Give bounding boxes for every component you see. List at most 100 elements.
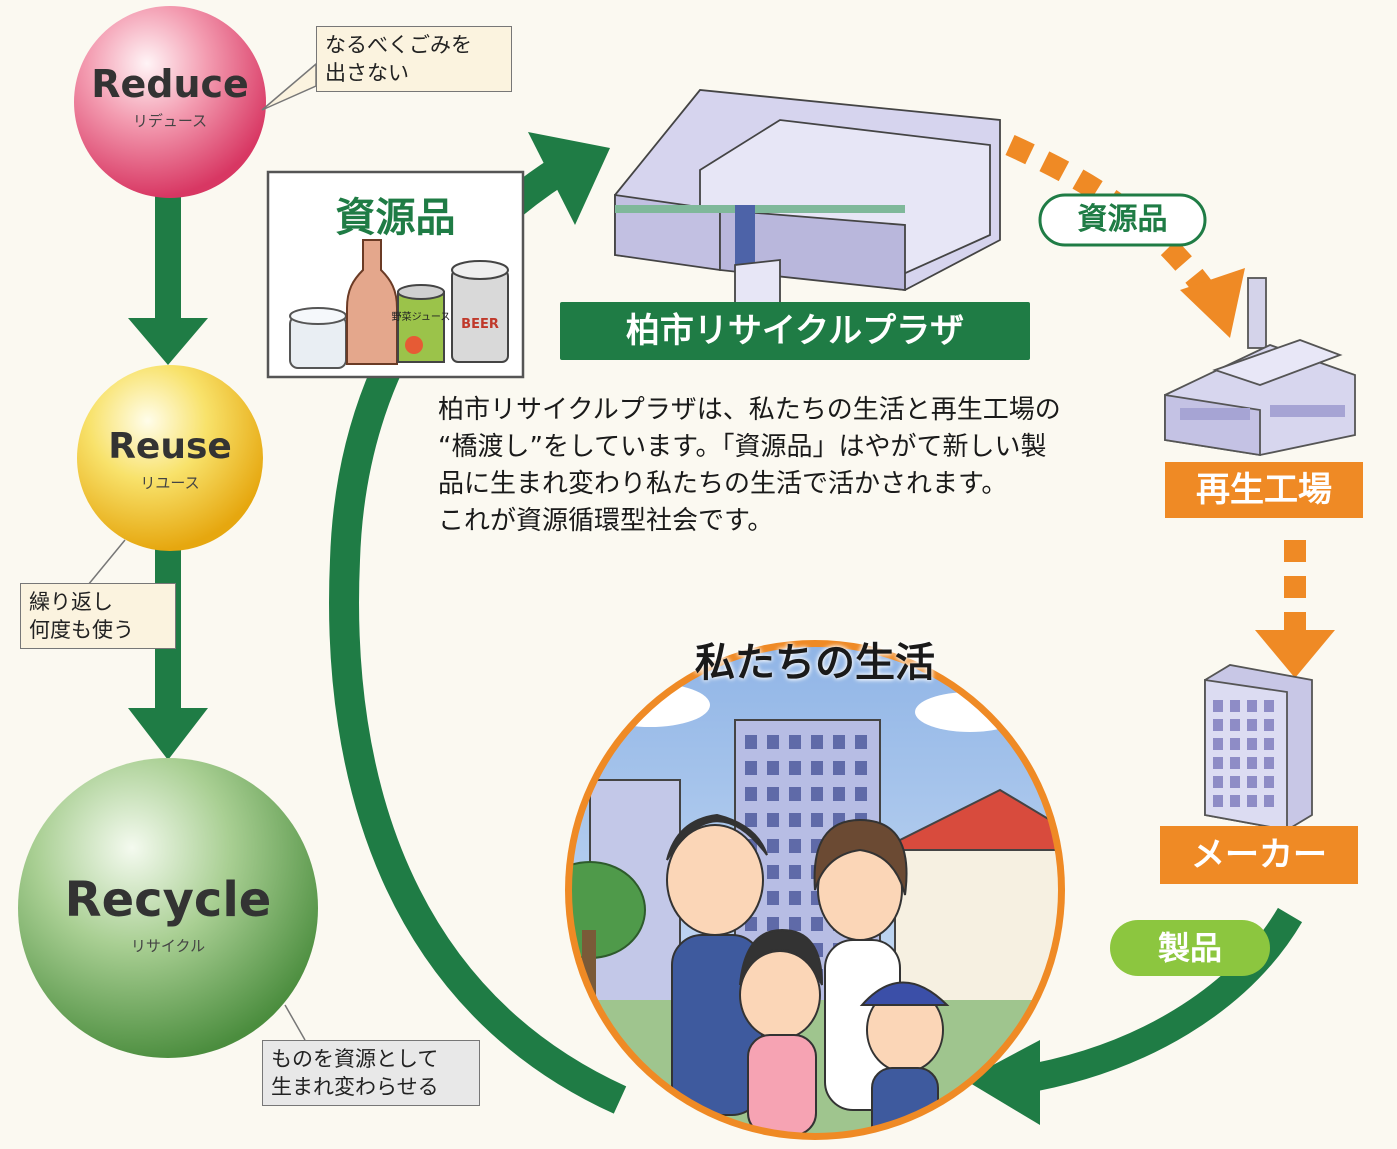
building-window: [789, 891, 801, 905]
maker-building: [1204, 664, 1313, 832]
reuse-note-pointer: [87, 539, 126, 586]
description-line-4: これが資源循環型社会です。: [438, 506, 774, 536]
reuse-note-line-1: 繰り返し: [29, 590, 113, 614]
building-window: [789, 735, 801, 749]
description-text: 柏市リサイクルプラザは、私たちの生活と再生工場の “橋渡し”をしています。「資源…: [438, 392, 1158, 540]
resource-pill-label: 資源品: [1077, 202, 1168, 237]
building-window: [789, 813, 801, 827]
building-window: [833, 735, 845, 749]
building-window: [789, 761, 801, 775]
building-window: [745, 787, 757, 801]
building-window: [789, 839, 801, 853]
recycle-note-pointer: [284, 1004, 306, 1041]
reduce-title: Reduce: [91, 62, 249, 106]
recycle-sphere: [18, 758, 318, 1058]
reuse-note-line-2: 何度も使う: [29, 618, 134, 642]
reduce-sphere: [74, 6, 266, 198]
maker-window: [1264, 719, 1274, 731]
juice-can-icon: 野菜ジュース: [392, 284, 451, 363]
reuse-note: 繰り返し 何度も使う: [20, 583, 176, 649]
resource-pill: [1038, 193, 1207, 247]
beer-can-icon: BEER: [451, 260, 509, 363]
life-scene: [570, 645, 1060, 1135]
maker-window: [1213, 757, 1223, 769]
maker-window: [1230, 776, 1240, 788]
reduce-note-line-1: なるべくごみを: [325, 33, 472, 57]
building-window: [833, 787, 845, 801]
reuse-subtitle: リユース: [140, 474, 200, 492]
building-window: [767, 735, 779, 749]
building-window: [767, 787, 779, 801]
building-window: [811, 761, 823, 775]
building-window: [767, 839, 779, 853]
maker-windows: [1213, 700, 1274, 807]
maker-window: [1247, 700, 1257, 712]
recycle-subtitle: リサイクル: [130, 937, 206, 955]
glass-jar-icon: [289, 307, 347, 369]
recycle-plaza-building: [614, 89, 1001, 312]
orange-arrowhead-to-factory: [1180, 268, 1245, 338]
orange-dashed-arrow-to-factory: [1005, 134, 1214, 297]
description-line-1: 柏市リサイクルプラザは、私たちの生活と再生工場の: [438, 395, 1061, 425]
building-window: [767, 917, 779, 931]
reduce-note-line-2: 出さない: [325, 61, 409, 85]
orange-arrowhead-to-maker: [1255, 630, 1335, 678]
maker-window: [1247, 719, 1257, 731]
building-window: [811, 787, 823, 801]
building-window: [745, 761, 757, 775]
reduce-note-pointer: [261, 62, 317, 111]
building-window: [789, 865, 801, 879]
maker-window: [1230, 738, 1240, 750]
building-window: [767, 865, 779, 879]
green-arrowhead-to-life: [965, 1040, 1040, 1125]
product-pill-label: 製品: [1157, 929, 1222, 967]
product-pill: [1110, 920, 1270, 976]
maker-window: [1264, 738, 1274, 750]
maker-window: [1213, 719, 1223, 731]
glass-bottle-icon: [346, 239, 398, 365]
resources-box-title: 資源品: [335, 195, 456, 241]
maker-window: [1230, 795, 1240, 807]
maker-window: [1213, 700, 1223, 712]
building-window: [811, 735, 823, 749]
building-window: [767, 813, 779, 827]
life-circle-outline: [568, 643, 1062, 1137]
building-window: [811, 813, 823, 827]
maker-window: [1247, 738, 1257, 750]
reuse-sphere: [77, 365, 263, 551]
recycle-note-line-1: ものを資源として: [271, 1047, 439, 1071]
reduce-subtitle: リデュース: [132, 112, 208, 130]
building-window: [855, 761, 867, 775]
factory-label: 再生工場: [1165, 462, 1363, 518]
description-line-2: “橋渡し”をしています。「資源品」はやがて新しい製: [438, 432, 1047, 462]
maker-window: [1230, 757, 1240, 769]
building-window: [767, 891, 779, 905]
building-window: [833, 761, 845, 775]
maker-window: [1264, 795, 1274, 807]
recycle-note-line-2: 生まれ変わらせる: [271, 1075, 439, 1099]
recycle-title: Recycle: [64, 872, 272, 928]
building-window: [855, 787, 867, 801]
description-line-3: 品に生まれ変わり私たちの生活で活かされます。: [438, 469, 1008, 499]
maker-label: メーカー: [1160, 826, 1358, 884]
maker-window: [1213, 738, 1223, 750]
maker-window: [1264, 776, 1274, 788]
juice-can-label: 野菜ジュース: [392, 311, 451, 323]
maker-window: [1247, 776, 1257, 788]
building-window: [811, 917, 823, 931]
recycle-plaza-label: 柏市リサイクルプラザ: [560, 302, 1030, 360]
maker-window: [1213, 776, 1223, 788]
recycle-note: ものを資源として 生まれ変わらせる: [262, 1040, 480, 1106]
building-window: [855, 735, 867, 749]
building-window: [745, 813, 757, 827]
maker-window: [1213, 795, 1223, 807]
green-arrowhead-to-plaza: [528, 132, 610, 225]
building-window: [767, 761, 779, 775]
reduce-note: なるべくごみを 出さない: [316, 26, 512, 92]
maker-window: [1264, 700, 1274, 712]
maker-window: [1247, 757, 1257, 769]
maker-window: [1247, 795, 1257, 807]
maker-window: [1230, 700, 1240, 712]
reuse-title: Reuse: [108, 426, 232, 467]
